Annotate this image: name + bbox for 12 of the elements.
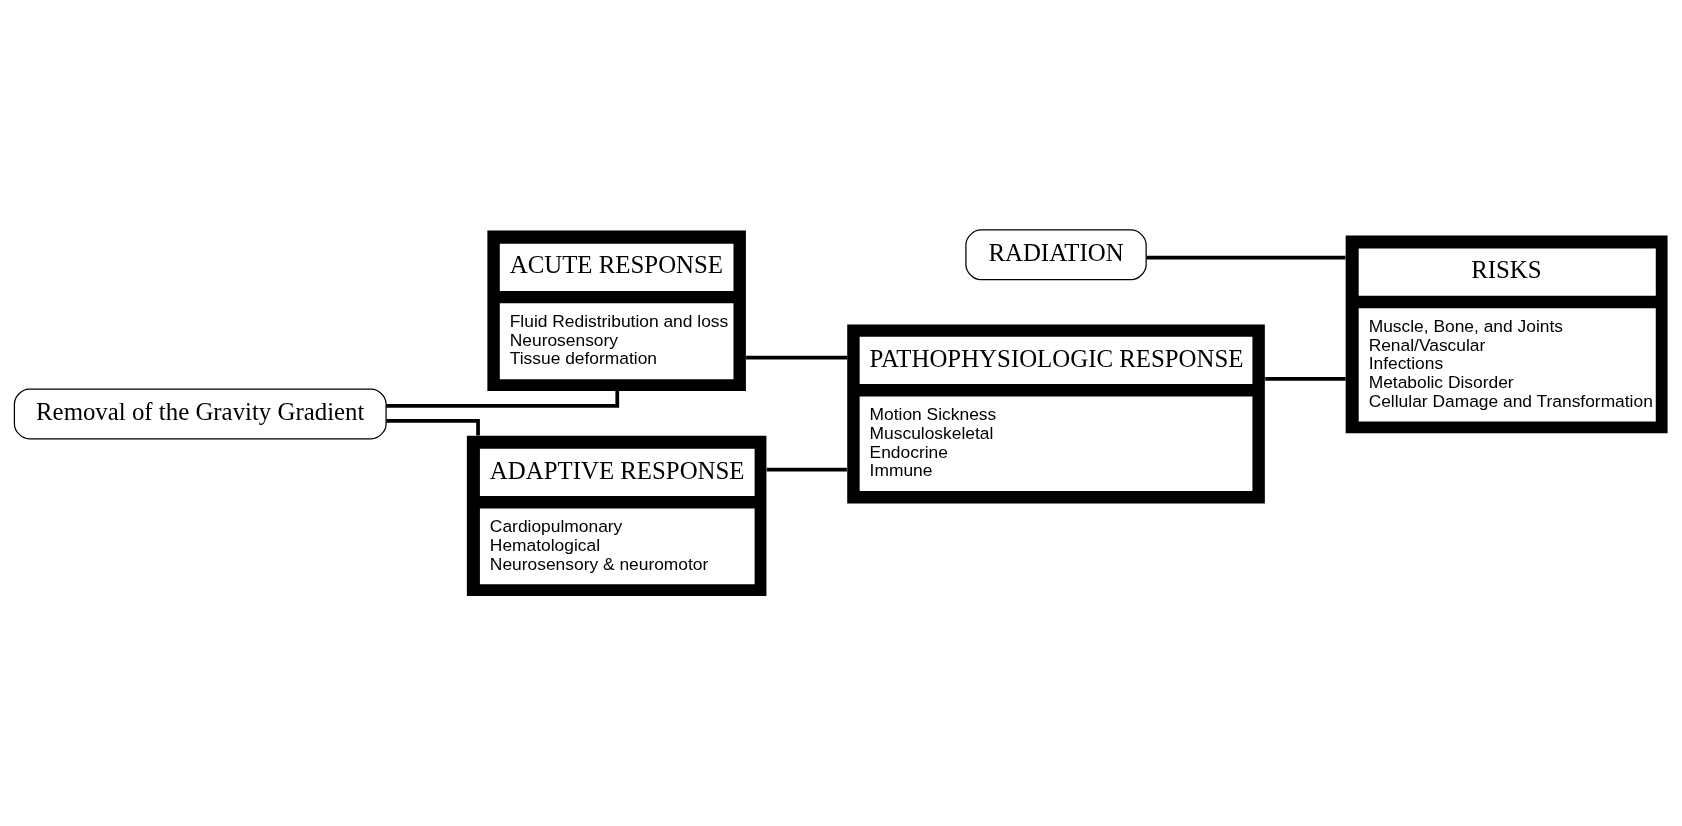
connector	[746, 355, 848, 360]
node-box: ADAPTIVE RESPONSE Cardiopulmonary Hematological Neurosensory & neuromotor	[466, 435, 767, 597]
node-box: RISKS Muscle, Bone, and Joints Renal/Vascular Infections Metabolic Disorder Cellular Damage and Transformation	[1345, 235, 1668, 434]
node-box: Removal of the Gravity Gradient	[13, 388, 387, 440]
connector	[1146, 255, 1346, 260]
connector	[1265, 376, 1346, 381]
connector	[386, 391, 620, 408]
connector	[386, 418, 480, 436]
node-box: PATHOPHYSIOLOGIC RESPONSE Motion Sickness Musculoskeletal Endocrine Immune	[847, 324, 1265, 504]
node-box: ACUTE RESPONSE Fluid Redistribution and loss Neurosensory Tissue deformation	[487, 230, 746, 391]
node-box: RADIATION	[965, 229, 1147, 281]
connector	[766, 467, 847, 472]
